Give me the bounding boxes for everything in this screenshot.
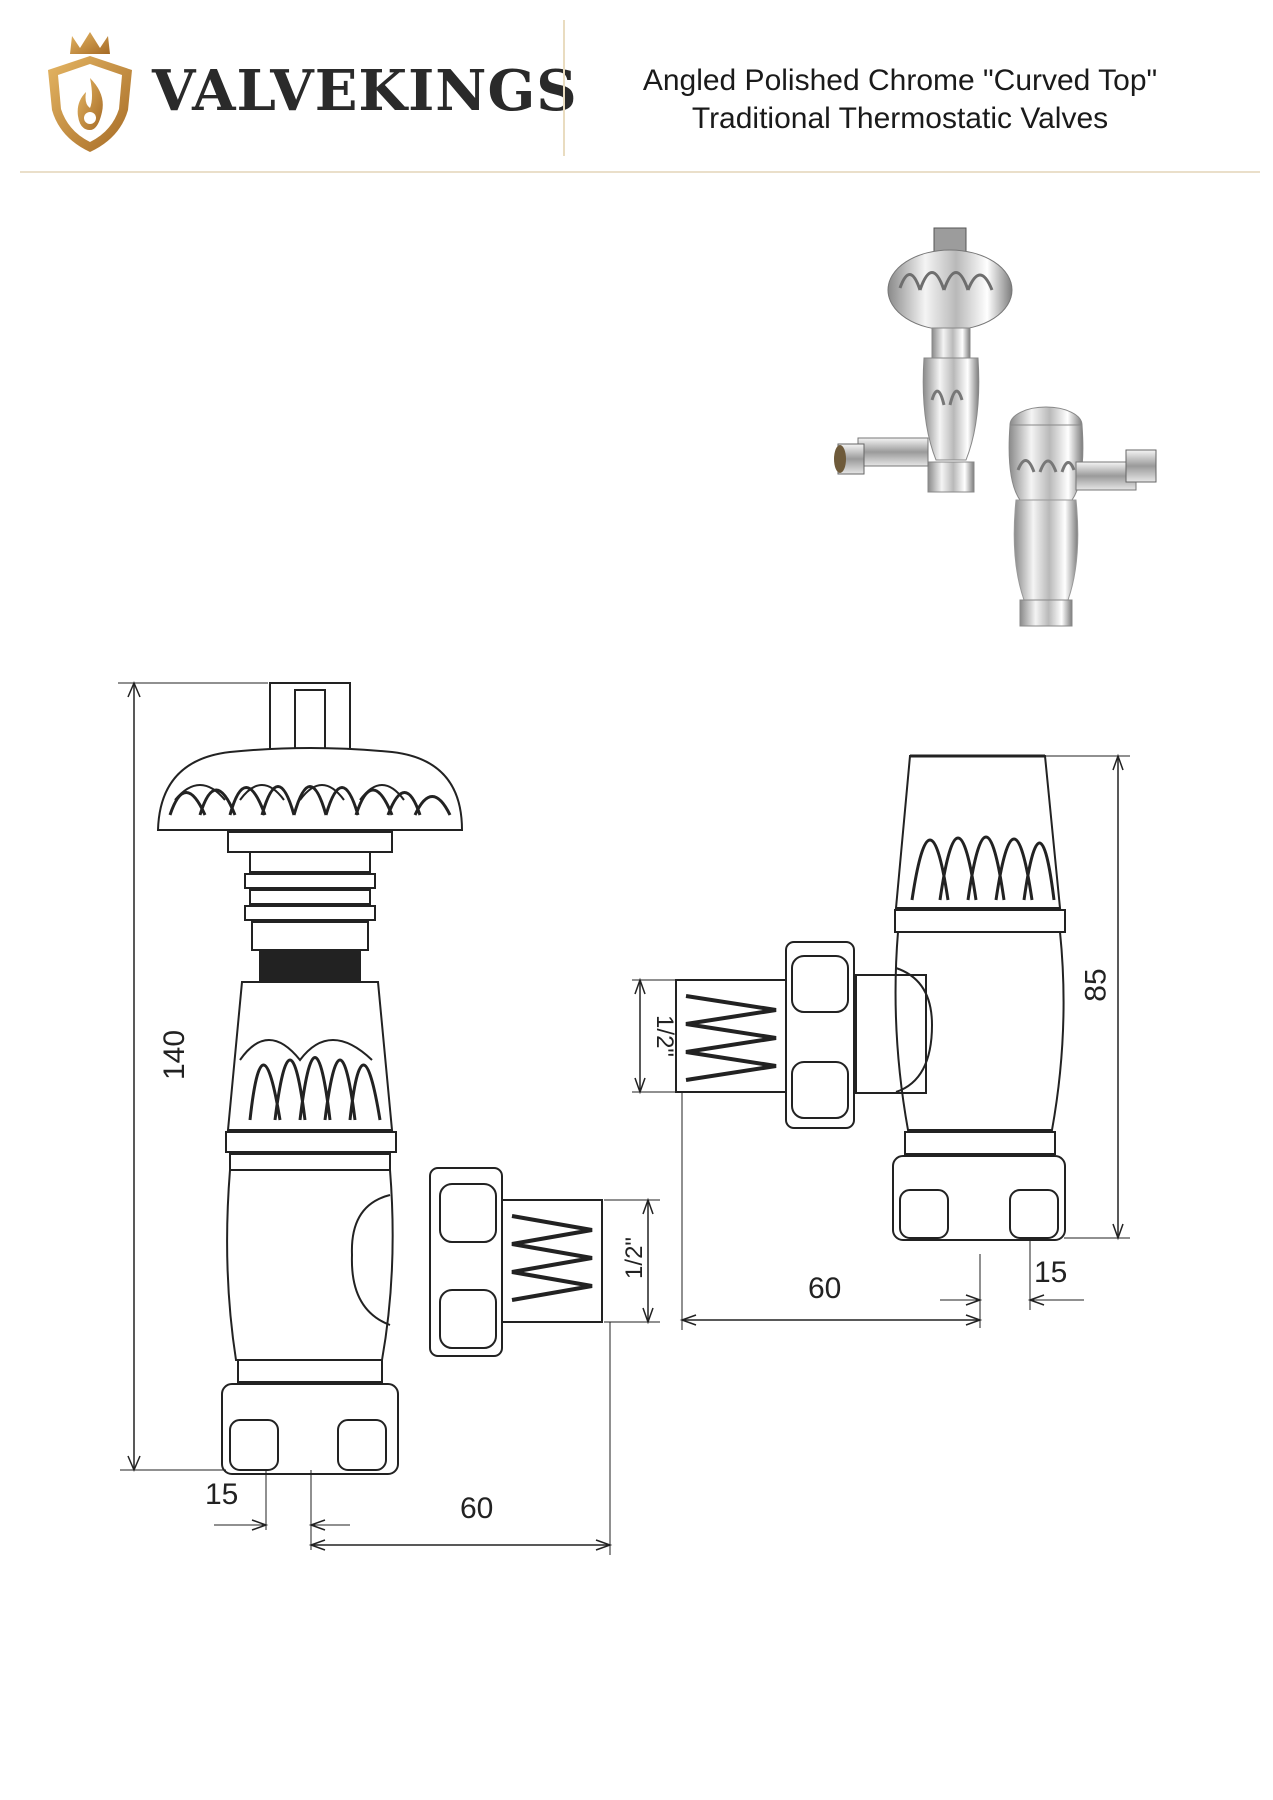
- dimension-thread-thermostatic: 1/2": [620, 1237, 648, 1279]
- dimension-thread-lockshield: 1/2": [650, 1015, 678, 1057]
- header-rule: [20, 171, 1260, 173]
- header: VALVEKINGS Angled Polished Chrome "Curve…: [0, 0, 1273, 172]
- dimension-offset-lockshield: 15: [1034, 1256, 1068, 1289]
- dimension-height-thermostatic: 140: [158, 1029, 192, 1081]
- brand-name: VALVEKINGS: [152, 58, 578, 124]
- title-line-2: Traditional Thermostatic Valves: [691, 102, 1109, 135]
- thermostatic-valve-drawing: [118, 681, 660, 1555]
- lockshield-valve-drawing: [632, 753, 1130, 1330]
- dimension-height-lockshield: 85: [1079, 968, 1113, 1002]
- dimension-offset-thermostatic: 15: [205, 1478, 239, 1511]
- page-title: Angled Polished Chrome "Curved Top" Trad…: [580, 62, 1220, 138]
- title-line-1: Angled Polished Chrome "Curved Top": [642, 64, 1158, 97]
- header-divider: [563, 20, 565, 156]
- dimension-width-lockshield: 60: [808, 1272, 842, 1305]
- crown-shield-flame-logo-icon: [40, 30, 140, 160]
- dimension-width-thermostatic: 60: [460, 1492, 494, 1525]
- product-photo: [820, 200, 1180, 645]
